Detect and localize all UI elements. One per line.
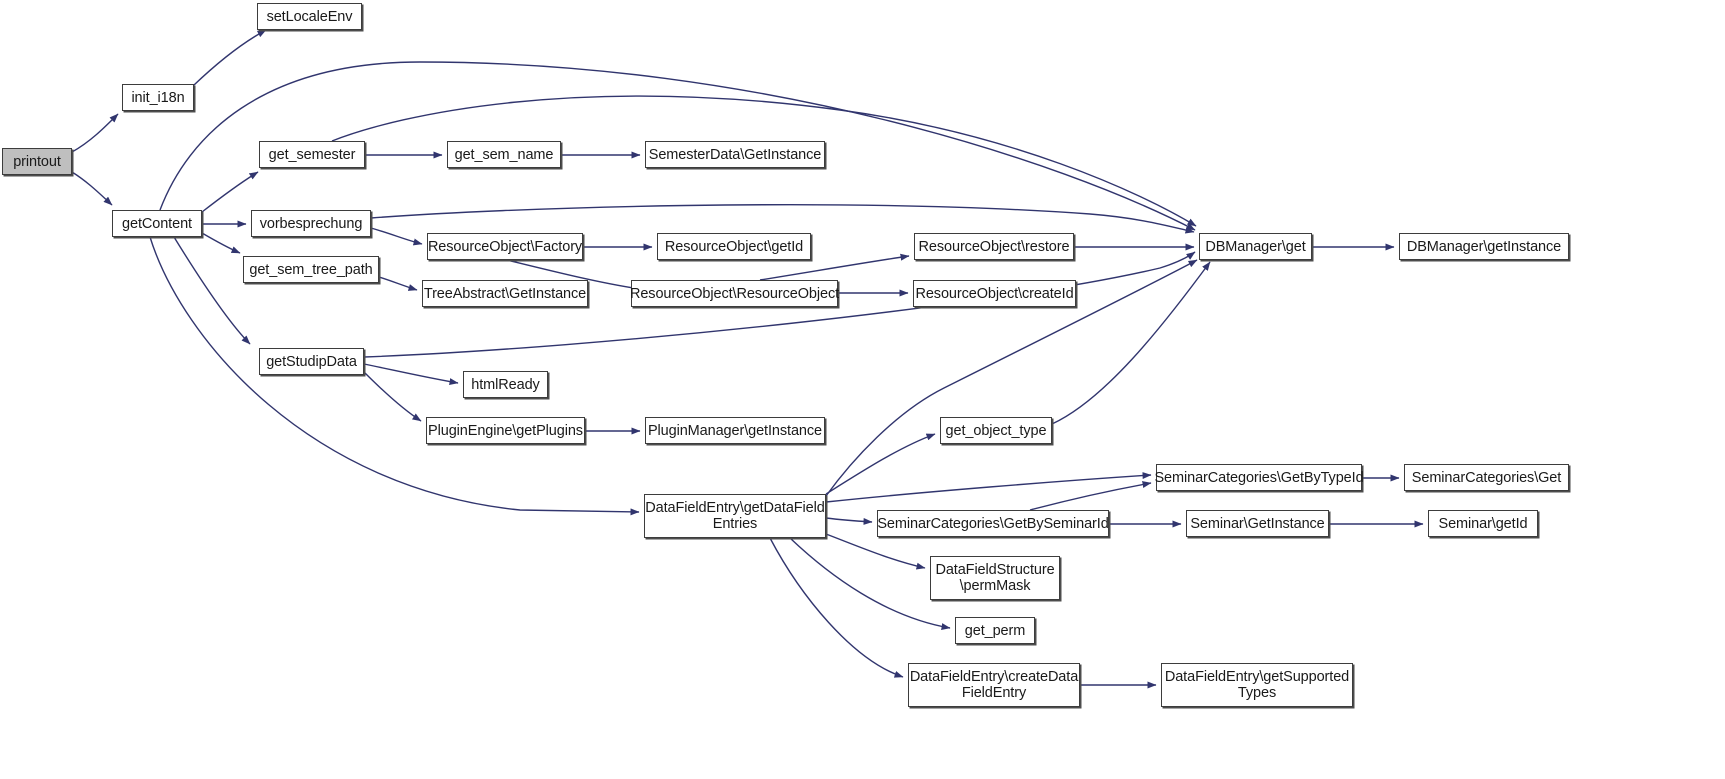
node-SeminarGetInstance[interactable]: Seminar\GetInstance	[1186, 510, 1329, 537]
node-ResourceObjectcreateId[interactable]: ResourceObject\createId	[913, 280, 1076, 307]
edge-get_sem_tree_path-to-TreeAbstractGetInstance	[378, 276, 418, 291]
node-PluginEnginegetPlugins[interactable]: PluginEngine\getPlugins	[426, 417, 585, 444]
edge-SeminarCategoriesGetBySeminarId-to-SeminarCategoriesGetByTypeId	[1029, 481, 1152, 511]
edge-vorbesprechung-to-ResourceObjectFactory	[370, 227, 423, 246]
node-SemesterDataGetInstance[interactable]: SemesterData\GetInstance	[645, 141, 825, 168]
node-DataFieldEntrycreateDataFieldEntry[interactable]: DataFieldEntry\createData FieldEntry	[908, 663, 1080, 707]
node-get_sem_tree_path[interactable]: get_sem_tree_path	[243, 256, 379, 283]
node-ResourceObjectgetId[interactable]: ResourceObject\getId	[657, 233, 811, 260]
node-SeminargetId[interactable]: Seminar\getId	[1428, 510, 1538, 537]
edge-getContent-to-get_semester	[201, 171, 259, 213]
edge-init_i18n-to-setLocaleEnv	[193, 29, 267, 86]
node-DBManagerget[interactable]: DBManager\get	[1199, 233, 1312, 260]
edge-getContent-to-get_sem_tree_path	[201, 232, 241, 254]
node-SeminarCategoriesGet[interactable]: SeminarCategories\Get	[1404, 464, 1569, 491]
node-getContent[interactable]: getContent	[112, 210, 202, 237]
edge-DataFieldEntrygetDataFieldEntries-to-SeminarCategoriesGetBySeminarId	[825, 517, 873, 525]
node-ResourceObjectFactory[interactable]: ResourceObject\Factory	[427, 233, 583, 260]
node-DataFieldStructurepermMask[interactable]: DataFieldStructure \permMask	[930, 556, 1060, 600]
edge-printout-to-getContent	[71, 171, 113, 206]
node-init_i18n[interactable]: init_i18n	[122, 84, 194, 111]
node-get_semester[interactable]: get_semester	[259, 141, 365, 168]
edge-DataFieldEntrygetDataFieldEntries-to-get_perm	[789, 537, 951, 631]
edge-getStudipData-to-htmlReady	[363, 363, 459, 386]
node-get_sem_name[interactable]: get_sem_name	[447, 141, 561, 168]
node-vorbesprechung[interactable]: vorbesprechung	[251, 210, 371, 237]
edge-vorbesprechung-to-DBManagerget	[370, 204, 1195, 234]
edge-DataFieldEntrygetDataFieldEntries-to-DataFieldEntrycreateDataFieldEntry	[769, 537, 904, 678]
edge-getContent-to-DataFieldEntrygetDataFieldEntries	[149, 236, 640, 516]
node-get_object_type[interactable]: get_object_type	[940, 417, 1052, 444]
node-PluginManagergetInstance[interactable]: PluginManager\getInstance	[645, 417, 825, 444]
edge-getContent-to-getStudipData	[173, 236, 251, 345]
edge-DataFieldEntrygetDataFieldEntries-to-SeminarCategoriesGetByTypeId	[825, 472, 1152, 503]
node-TreeAbstractGetInstance[interactable]: TreeAbstract\GetInstance	[422, 280, 588, 307]
edge-getStudipData-to-PluginEnginegetPlugins	[363, 371, 422, 422]
node-getStudipData[interactable]: getStudipData	[259, 348, 364, 375]
node-htmlReady[interactable]: htmlReady	[463, 371, 548, 398]
edge-DataFieldEntrygetDataFieldEntries-to-get_object_type	[825, 433, 936, 495]
node-setLocaleEnv[interactable]: setLocaleEnv	[257, 3, 362, 30]
node-SeminarCategoriesGetByTypeId[interactable]: SeminarCategories\GetByTypeId	[1154, 464, 1364, 491]
node-get_perm[interactable]: get_perm	[955, 617, 1035, 644]
node-ResourceObjectrestore[interactable]: ResourceObject\restore	[914, 233, 1074, 260]
node-SeminarCategoriesGetBySeminarId[interactable]: SeminarCategories\GetBySeminarId	[877, 510, 1109, 537]
edge-DataFieldEntrygetDataFieldEntries-to-DataFieldStructurepermMask	[825, 533, 926, 570]
node-DBManagergetInstance[interactable]: DBManager\getInstance	[1399, 233, 1569, 260]
node-ResourceObjectResourceObject[interactable]: ResourceObject\ResourceObject	[630, 280, 839, 307]
node-printout[interactable]: printout	[2, 148, 72, 175]
node-DataFieldEntrygetSupportedTypes[interactable]: DataFieldEntry\getSupported Types	[1161, 663, 1353, 707]
node-DataFieldEntrygetDataFieldEntries[interactable]: DataFieldEntry\getDataField Entries	[644, 494, 826, 538]
edge-printout-to-init_i18n	[71, 113, 119, 153]
